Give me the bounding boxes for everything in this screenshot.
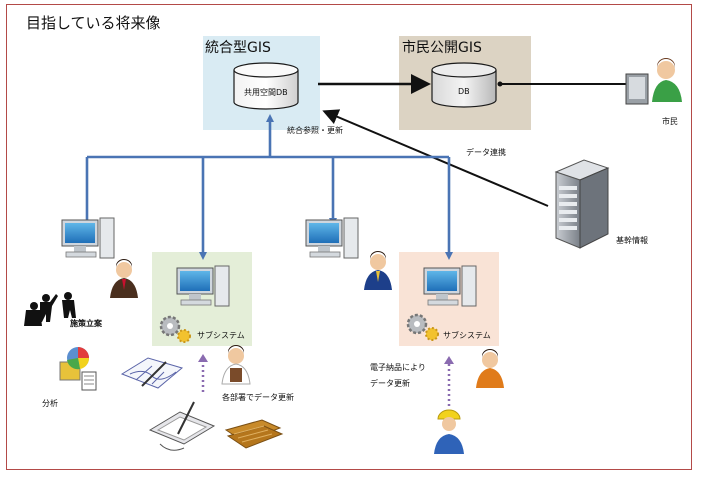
- map-icon: [120, 357, 184, 389]
- person-icon-3: [364, 251, 392, 290]
- dept-update-label: 各部署でデータ更新: [222, 393, 294, 402]
- computer-icon-3: [305, 217, 359, 259]
- person-icon-4: [476, 349, 504, 388]
- network-lines: [85, 118, 451, 256]
- citizen-gis-title: 市民公開GIS: [402, 40, 482, 56]
- arrow-data-link: [322, 109, 549, 207]
- computer-icon-1: [61, 217, 115, 259]
- person-icon-1: [110, 259, 138, 298]
- document-stack-icon: [224, 419, 284, 449]
- diagram-frame: [6, 4, 692, 470]
- e-delivery-label-1: 電子納品により: [370, 363, 426, 372]
- integrated-gis-title: 統合型GIS: [205, 40, 271, 56]
- computer-icon-4: [423, 265, 477, 307]
- computer-icon-2: [176, 265, 230, 307]
- integrated-ref-label: 統合参照・更新: [287, 126, 343, 135]
- worker-person-icon: [434, 409, 464, 454]
- tablet-icon: [148, 401, 216, 451]
- diagram-title: 目指している将来像: [26, 14, 161, 32]
- pie-chart-icon: [59, 347, 97, 391]
- presentation-icon: [24, 292, 76, 326]
- gear-icon-2: [406, 313, 439, 341]
- policy-label: 施策立案: [70, 319, 102, 328]
- citizen-db-label: DB: [458, 87, 470, 96]
- citizen-person-icon: [625, 58, 682, 105]
- gear-icon-1: [159, 315, 191, 343]
- subsystem-label-2: サブシステム: [443, 331, 491, 340]
- integrated-db-label: 共用空間DB: [244, 88, 288, 97]
- analysis-label: 分析: [42, 399, 58, 408]
- e-delivery-label-2: データ更新: [370, 379, 410, 388]
- database-icon-integrated: [233, 62, 299, 110]
- citizen-label: 市民: [662, 117, 678, 126]
- subsystem-label-1: サブシステム: [197, 331, 245, 340]
- person-icon-2: [221, 345, 251, 385]
- data-link-label: データ連携: [466, 148, 506, 157]
- database-icon-citizen: [431, 62, 497, 108]
- base-info-label: 基幹情報: [616, 236, 648, 245]
- server-icon: [554, 159, 610, 249]
